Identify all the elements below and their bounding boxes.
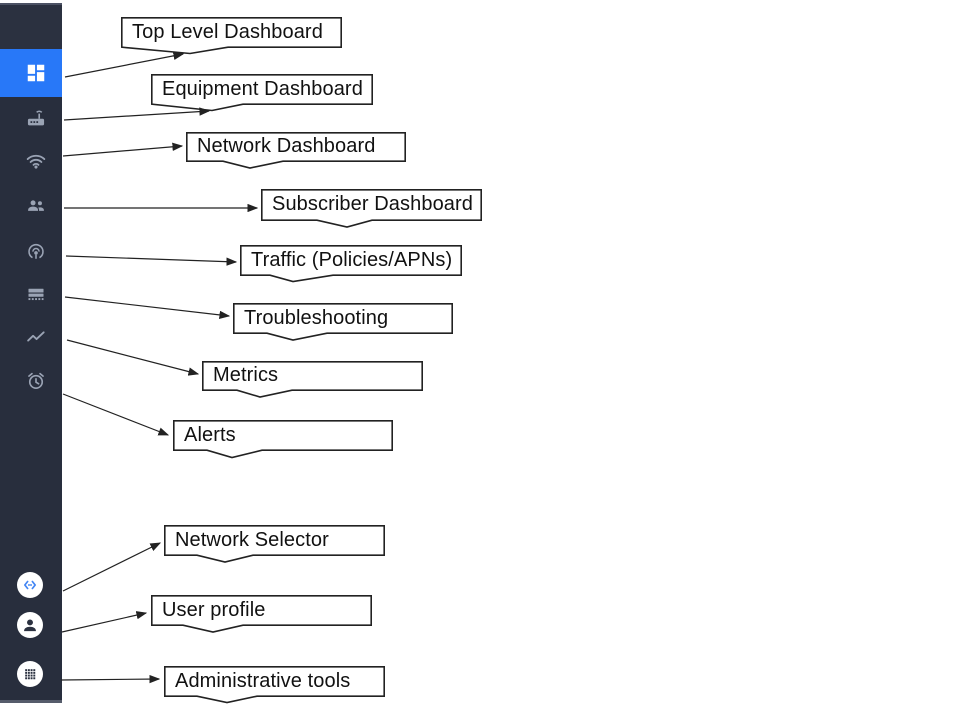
- network-selector-button[interactable]: [17, 572, 43, 598]
- wifi-icon: [26, 154, 46, 169]
- administrative-tools-button[interactable]: [17, 661, 43, 687]
- annotation-arrow: [62, 142, 184, 157]
- dashboard-icon: [27, 64, 45, 82]
- annotation-arrow: [61, 611, 148, 633]
- people-icon: [28, 200, 44, 211]
- code-arrows-icon: [23, 580, 37, 590]
- annotation-arrow: [66, 339, 200, 376]
- apps-grid-icon: [25, 669, 36, 680]
- annotation-arrow: [63, 107, 211, 121]
- nav-item-network-dashboard[interactable]: [25, 150, 47, 172]
- sidebar-logo-area: [0, 5, 62, 49]
- person-icon: [24, 619, 36, 632]
- trending-chart-icon: [27, 331, 45, 342]
- callout-label-top-level-dashboard: Top Level Dashboard: [132, 21, 323, 43]
- callout-label-troubleshooting: Troubleshooting: [244, 307, 389, 329]
- callout-label-metrics: Metrics: [213, 364, 279, 386]
- annotation-arrow: [60, 674, 161, 684]
- annotation-arrow: [62, 393, 170, 436]
- callout-label-network-selector: Network Selector: [175, 529, 329, 551]
- nav-item-subscriber-dashboard[interactable]: [25, 194, 47, 216]
- callout-label-subscriber-dashboard: Subscriber Dashboard: [272, 193, 473, 215]
- nav-item-troubleshooting[interactable]: [25, 283, 47, 305]
- callout-label-alerts: Alerts: [184, 424, 236, 446]
- annotation-arrow: [64, 296, 231, 320]
- user-profile-button[interactable]: [17, 612, 43, 638]
- nav-item-equipment-dashboard[interactable]: [25, 107, 47, 129]
- nav-item-top-level-dashboard[interactable]: [25, 62, 47, 84]
- router-icon: [27, 110, 45, 126]
- table-rows-icon: [28, 288, 44, 301]
- callout-label-user-profile: User profile: [162, 599, 266, 621]
- nav-item-traffic[interactable]: [25, 241, 47, 263]
- annotation-arrow: [65, 255, 238, 266]
- nav-item-alerts[interactable]: [25, 370, 47, 392]
- callout-label-administrative-tools: Administrative tools: [175, 670, 351, 692]
- callout-label-network-dashboard: Network Dashboard: [197, 135, 376, 157]
- alarm-clock-icon: [28, 372, 44, 389]
- tethering-icon: [28, 243, 44, 260]
- callout-label-equipment-dashboard: Equipment Dashboard: [162, 78, 363, 100]
- nav-item-metrics[interactable]: [25, 327, 47, 349]
- annotation-arrow: [62, 542, 162, 592]
- callout-label-traffic: Traffic (Policies/APNs): [251, 249, 453, 271]
